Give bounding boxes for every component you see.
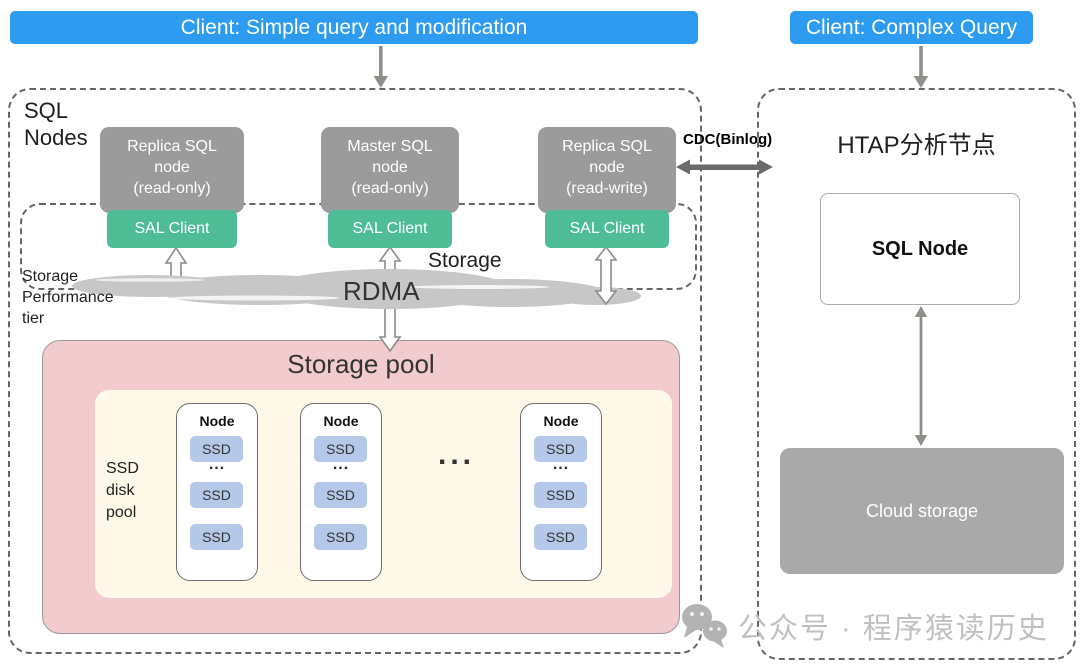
sql-nodes-box	[8, 88, 702, 654]
tier-label-line3: tier	[22, 310, 45, 327]
node-name-line: Master SQL	[347, 138, 433, 155]
disk-label-line1: SSD	[106, 460, 139, 477]
sal-client-1: SAL Client	[107, 210, 237, 248]
storage-label: Storage	[428, 249, 502, 272]
client-simple-banner: Client: Simple query and modification	[10, 11, 698, 44]
htap-sql-node-box: SQL Node	[820, 193, 1020, 305]
storage-performance-tier-label: Storage Performance tier	[22, 266, 114, 329]
tier-label-line1: Storage	[22, 268, 79, 285]
storage-nodes-ellipsis: ...	[438, 438, 476, 471]
client-arrow-left	[373, 46, 388, 88]
sql-nodes-label-line2: Nodes	[24, 125, 88, 150]
cloud-storage-box: Cloud storage	[780, 448, 1064, 574]
htap-box	[757, 88, 1076, 660]
ssd-chip: SSD	[190, 482, 243, 508]
sql-nodes-label-line1: SQL	[24, 98, 69, 123]
disk-label-line2: disk	[106, 482, 135, 499]
sal-client-2: SAL Client	[328, 210, 452, 248]
ssd-disk-pool-label: SSD disk pool	[106, 458, 139, 524]
node-name-line: (read-write)	[566, 180, 648, 197]
client-arrow-right	[913, 46, 929, 88]
watermark: 公众号 · 程序猿读历史	[680, 602, 1049, 650]
ssd-chip: SSD	[314, 482, 367, 508]
storage-node-1: Node SSD ... SSD SSD	[176, 403, 258, 581]
node-name-line: Replica SQL	[127, 138, 217, 155]
node-name-line: node	[154, 159, 190, 176]
ssd-chip: SSD	[190, 436, 243, 462]
ssd-ellipsis: ...	[552, 456, 570, 473]
wechat-icon	[682, 604, 727, 648]
ssd-chip: SSD	[314, 436, 367, 462]
storage-node-3: Node SSD ... SSD SSD	[520, 403, 602, 581]
ssd-ellipsis: ...	[332, 456, 350, 473]
storage-pool-title: Storage pool	[287, 349, 435, 379]
master-sql-node: Master SQL node (read-only)	[321, 127, 459, 213]
sql-nodes-label: SQL Nodes	[24, 97, 88, 151]
ssd-chip: SSD	[534, 524, 587, 550]
node-name-line: node	[589, 159, 625, 176]
ssd-chip: SSD	[534, 482, 587, 508]
ssd-chip: SSD	[534, 436, 587, 462]
disk-label-line3: pool	[106, 504, 137, 521]
sal-client-3: SAL Client	[545, 210, 669, 248]
node-name-line: Replica SQL	[562, 138, 652, 155]
tier-label-line2: Performance	[22, 289, 114, 306]
ssd-chip: SSD	[314, 524, 367, 550]
watermark-text: 公众号 · 程序猿读历史	[738, 613, 1049, 645]
rdma-label: RDMA	[343, 276, 420, 306]
replica-sql-node-readonly: Replica SQL node (read-only)	[100, 127, 244, 213]
ssd-ellipsis: ...	[208, 456, 226, 473]
node-name-line: node	[372, 159, 408, 176]
storage-node-label: Node	[323, 413, 359, 429]
replica-sql-node-readwrite: Replica SQL node (read-write)	[538, 127, 676, 213]
htap-title: HTAP分析节点	[837, 132, 996, 159]
storage-node-label: Node	[199, 413, 235, 429]
ssd-chip: SSD	[190, 524, 243, 550]
storage-node-label: Node	[543, 413, 579, 429]
node-name-line: (read-only)	[351, 180, 429, 197]
node-name-line: (read-only)	[133, 180, 211, 197]
cdc-binlog-label: CDC(Binlog)	[683, 131, 773, 148]
storage-node-2: Node SSD ... SSD SSD	[300, 403, 382, 581]
client-complex-banner: Client: Complex Query	[790, 11, 1033, 44]
